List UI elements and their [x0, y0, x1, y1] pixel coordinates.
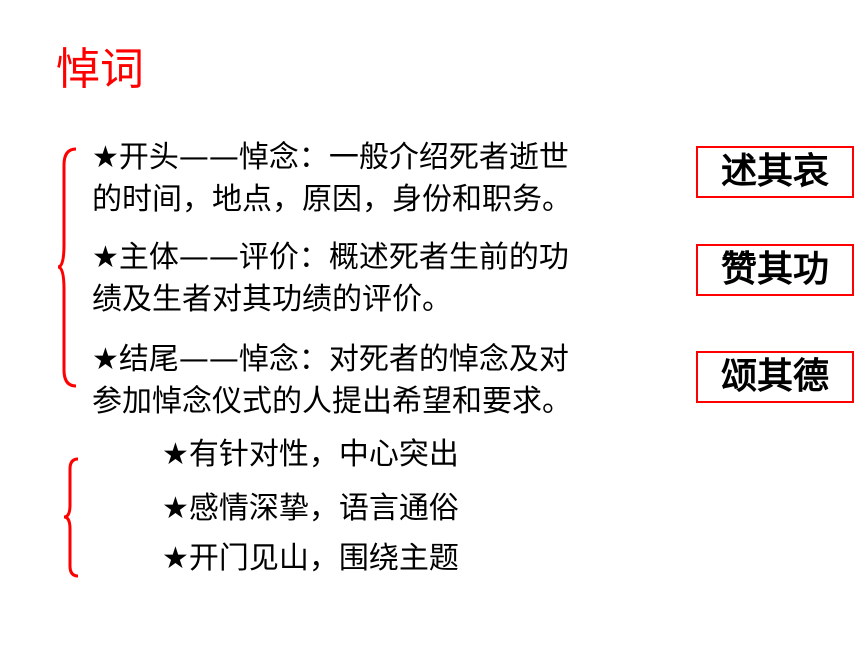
- tag-lament: 述其哀: [696, 146, 854, 198]
- structure-opening-line1: ★开头——悼念：一般介绍死者逝世: [92, 140, 569, 175]
- requirement-item: ★有针对性，中心突出: [162, 437, 459, 472]
- structure-opening-line2: 的时间，地点，原因，身份和职务。: [92, 182, 572, 217]
- structure-brace: [57, 147, 77, 388]
- structure-body: ★主体——评价：概述死者生前的功 绩及生者对其功绩的评价。: [92, 237, 692, 321]
- structure-ending-line2: 参加悼念仪式的人提出希望和要求。: [92, 384, 572, 419]
- requirements-brace: [63, 457, 79, 578]
- structure-ending-line1: ★结尾——悼念：对死者的悼念及对: [92, 342, 569, 377]
- structure-body-line2: 绩及生者对其功绩的评价。: [92, 282, 452, 317]
- structure-ending: ★结尾——悼念：对死者的悼念及对 参加悼念仪式的人提出希望和要求。: [92, 339, 692, 423]
- structure-body-line1: ★主体——评价：概述死者生前的功: [92, 240, 569, 275]
- page-title: 悼词: [56, 44, 144, 95]
- tag-praise-virtue: 颂其德: [696, 351, 854, 403]
- tag-praise-merit: 赞其功: [696, 244, 854, 296]
- structure-opening: ★开头——悼念：一般介绍死者逝世 的时间，地点，原因，身份和职务。: [92, 137, 692, 221]
- requirement-item: ★感情深挚，语言通俗: [162, 491, 459, 526]
- requirement-item: ★开门见山，围绕主题: [162, 541, 459, 576]
